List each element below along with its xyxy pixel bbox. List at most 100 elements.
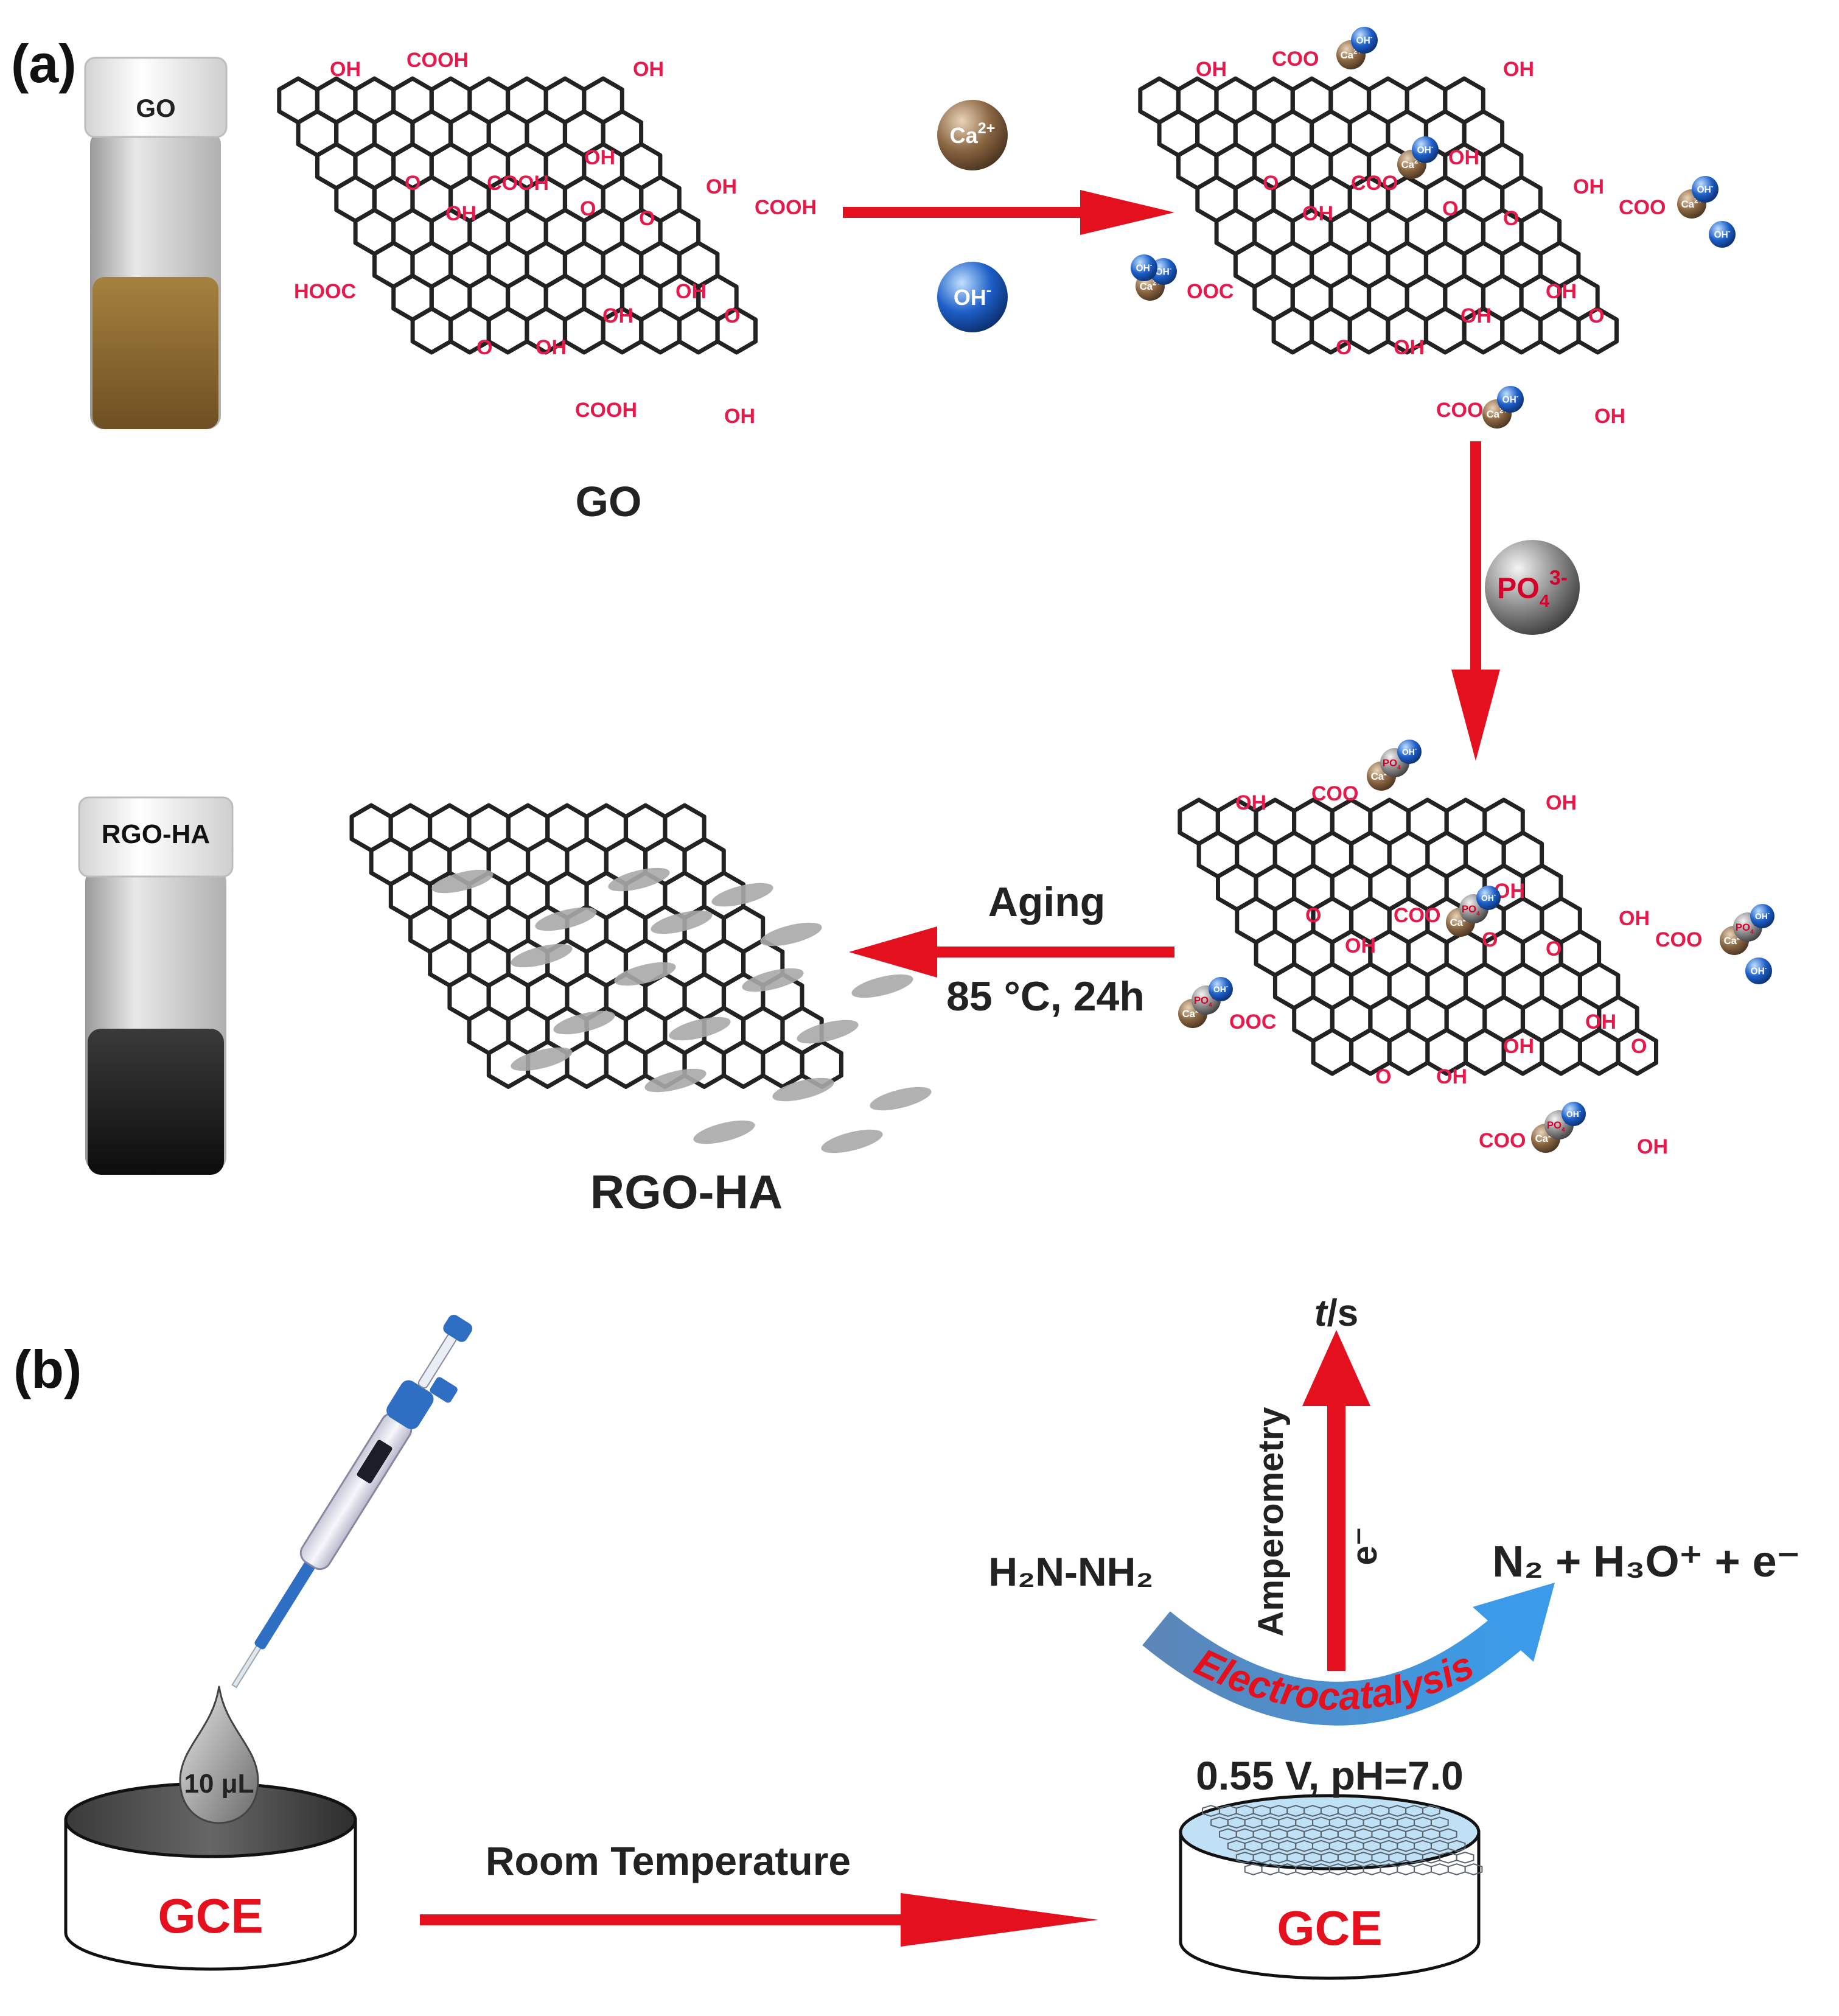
- functional-group-label: OH: [1637, 1135, 1668, 1158]
- ha-particles: [431, 867, 932, 1153]
- film-cell: [1447, 1839, 1466, 1852]
- hex-cell: [563, 306, 605, 355]
- functional-group-label: O: [405, 172, 420, 195]
- arrow-go-to-ca: [843, 190, 1174, 235]
- po4-ion: PO43-: [1485, 540, 1580, 635]
- oh-ion: OH-: [937, 262, 1008, 332]
- aging-condition: 85 °C, 24h: [946, 973, 1145, 1020]
- ca-ion-sphere: [937, 100, 1008, 170]
- oh-ion-sphere: [1745, 957, 1772, 984]
- ha-particle: [553, 1010, 615, 1035]
- go-vial-liquid: [92, 277, 218, 429]
- ca-ion: Ca2+: [937, 100, 1008, 170]
- hex-cell: [565, 1040, 609, 1089]
- functional-group-label: O: [1336, 336, 1352, 359]
- panel-label-b: (b): [13, 1339, 82, 1399]
- oh-ion: OH-: [1209, 977, 1233, 1001]
- functional-group-label: O: [1305, 904, 1321, 927]
- rgo-sheet-label: RGO-HA: [590, 1165, 783, 1219]
- functional-group-label: OH: [1546, 791, 1577, 814]
- ha-particle: [614, 962, 676, 986]
- functional-group-label: O: [1263, 172, 1279, 195]
- hex-cell: [715, 306, 758, 355]
- hex-cell: [1311, 1027, 1353, 1076]
- oh-ion-label: OH-: [1481, 892, 1496, 903]
- film-cell: [1422, 1805, 1440, 1817]
- oh-ion-sphere: [1692, 176, 1719, 203]
- arrow-aging: [849, 926, 1174, 978]
- functional-group-label: OH: [1394, 336, 1425, 359]
- arrow-ca-to-po4: [1451, 441, 1500, 761]
- functional-group-label: OH: [1503, 1035, 1534, 1058]
- functional-group-label: COO: [1394, 904, 1440, 927]
- functional-group-label: HOOC: [294, 280, 356, 303]
- oh-ion: OH-: [1745, 957, 1772, 984]
- functional-group-label: O: [1588, 304, 1604, 327]
- functional-group-label: O: [476, 336, 492, 359]
- hex-cell: [1540, 1027, 1582, 1076]
- gce-right-label: GCE: [1277, 1901, 1382, 1955]
- ha-particle: [644, 1068, 707, 1093]
- oh-ion-sphere: [1497, 386, 1524, 413]
- functional-group-label: COO: [1311, 782, 1358, 805]
- functional-group-label: OH: [1448, 146, 1479, 169]
- time-axis-s: /s: [1327, 1292, 1358, 1334]
- hex-cell: [1578, 1027, 1621, 1076]
- functional-group-label: OH: [706, 175, 737, 198]
- oh-ion-label: OH-: [1402, 746, 1417, 757]
- oh-ion-label: OH-: [1755, 911, 1770, 921]
- hex-cell: [639, 306, 682, 355]
- rgo-vial-liquid: [88, 1029, 224, 1175]
- hex-cell: [1271, 306, 1314, 355]
- rgo-film: [1202, 1805, 1483, 1875]
- arrow-amperometry: [1302, 1330, 1370, 1671]
- pipette-icon: [231, 1315, 473, 1689]
- hex-cell: [1464, 1027, 1506, 1076]
- functional-group-label: O: [1442, 197, 1458, 220]
- oh-ion: OH-: [1131, 254, 1157, 281]
- po4-sheet: [1178, 797, 1658, 1076]
- ha-particle: [608, 867, 670, 892]
- go-sheet: [277, 76, 758, 355]
- functional-group-label: O: [1375, 1065, 1391, 1088]
- functional-group-label: OH: [1302, 202, 1333, 225]
- drop-volume-label: 10 μL: [184, 1769, 254, 1799]
- hex-cell: [677, 306, 720, 355]
- oh-ion-sphere: [1750, 904, 1774, 928]
- functional-group-label: OOC: [1229, 1010, 1276, 1034]
- oh-ion-label: OH-: [1356, 34, 1373, 46]
- oh-ion-label: OH-: [1213, 984, 1228, 994]
- ha-particle: [797, 1020, 859, 1044]
- oh-ion-label: OH-: [1751, 965, 1767, 977]
- ha-particle: [669, 1017, 731, 1041]
- rgo-vial-cap: [78, 796, 234, 878]
- functional-group-label: COO: [1619, 196, 1666, 219]
- functional-group-label: OH: [633, 58, 664, 81]
- functional-group-label: OH: [445, 202, 476, 225]
- ha-particle: [535, 907, 597, 931]
- time-axis-label: t/s: [1314, 1292, 1358, 1334]
- functional-group-label: OH: [1436, 1065, 1467, 1088]
- ha-particle: [870, 1087, 932, 1111]
- room-temp-label: Room Temperature: [486, 1838, 851, 1883]
- functional-group-label: OH: [1503, 58, 1534, 81]
- aging-label: Aging: [988, 879, 1106, 925]
- functional-group-label: OH: [675, 280, 707, 303]
- products-label: N₂ + H₃O⁺ + e⁻: [1492, 1538, 1799, 1586]
- oh-ion-label: OH-: [954, 282, 991, 310]
- functional-group-label: O: [639, 207, 655, 230]
- go-sheet-label: GO: [576, 478, 642, 525]
- oh-ion: OH-: [1497, 386, 1524, 413]
- oh-ion: OH-: [1351, 27, 1378, 54]
- hex-cell: [1500, 306, 1543, 355]
- oh-ion-sphere: [1397, 740, 1422, 764]
- functional-group-label: OH: [724, 405, 755, 428]
- functional-group-label: O: [1546, 937, 1562, 961]
- functional-group-label: COO: [1351, 172, 1398, 195]
- oh-ion-sphere: [1209, 977, 1233, 1001]
- oh-ion: OH-: [1476, 886, 1501, 910]
- arrow-room-temp: [420, 1893, 1098, 1947]
